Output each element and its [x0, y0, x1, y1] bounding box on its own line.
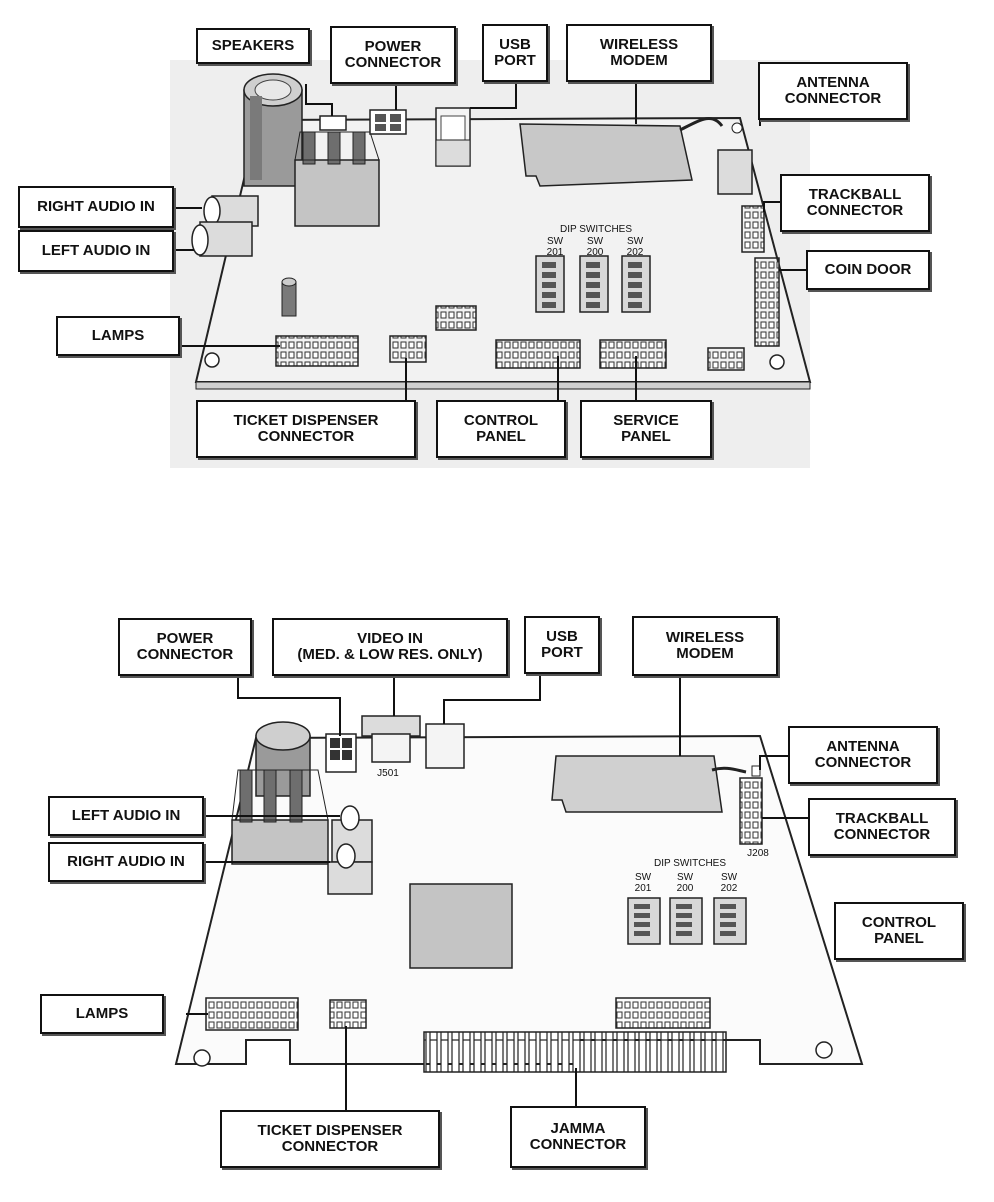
bottom-usb-port-label: USB PORT — [524, 616, 600, 674]
bottom-ticket-dispenser-connector-label: TICKET DISPENSER CONNECTOR — [220, 1110, 440, 1168]
top-coin-door-label: COIN DOOR — [806, 250, 930, 290]
bottom-sw201-label: SW 201 — [634, 872, 652, 894]
wireless-modem-part-bottom — [551, 755, 761, 813]
top-service-panel-label: SERVICE PANEL — [580, 400, 712, 458]
cpu-chip — [409, 883, 513, 969]
top-lamps-label: LAMPS — [56, 316, 180, 356]
ticket-header — [389, 335, 427, 363]
video-in-part — [361, 715, 421, 763]
audio-jacks — [191, 195, 259, 257]
top-right-audio-in-label: RIGHT AUDIO IN — [18, 186, 174, 228]
bottom-jamma-connector-label: JAMMA CONNECTOR — [510, 1106, 646, 1168]
top-sw201-label: SW 201 — [546, 236, 564, 258]
small-capacitor — [281, 277, 297, 317]
power-connector-part — [369, 109, 407, 135]
audio-jacks-bottom — [327, 805, 373, 895]
bottom-j501-label: J501 — [377, 768, 399, 779]
bottom-board — [174, 672, 864, 1112]
bottom-leader-lines — [186, 672, 810, 1112]
bottom-trackball-connector-label: TRACKBALL CONNECTOR — [808, 798, 956, 856]
bottom-right-audio-in-label: RIGHT AUDIO IN — [48, 842, 204, 882]
lamps-header-bottom — [205, 997, 299, 1031]
bottom-wireless-modem-label: WIRELESS MODEM — [632, 616, 778, 676]
top-antenna-connector-label: ANTENNA CONNECTOR — [758, 62, 908, 120]
jamma-fingers — [423, 1031, 727, 1073]
ticket-header-bottom — [329, 999, 367, 1029]
bottom-power-connector-label: POWER CONNECTOR — [118, 618, 252, 676]
capacitor — [243, 73, 303, 187]
bottom-antenna-connector-label: ANTENNA CONNECTOR — [788, 726, 938, 784]
trackball-header-bottom — [739, 777, 763, 845]
bottom-sw202-label: SW 202 — [720, 872, 738, 894]
bottom-dip-switches-title: DIP SWITCHES — [653, 858, 727, 869]
bottom-dip-switches — [627, 897, 747, 945]
top-control-panel-label: CONTROL PANEL — [436, 400, 566, 458]
bottom-control-panel-label: CONTROL PANEL — [834, 902, 964, 960]
bottom-sw200-label: SW 200 — [676, 872, 694, 894]
wireless-modem-part — [519, 116, 743, 187]
top-wireless-modem-label: WIRELESS MODEM — [566, 24, 712, 82]
bottom-video-in-label: VIDEO IN (MED. & LOW RES. ONLY) — [272, 618, 508, 676]
antenna-jack — [717, 149, 753, 195]
bottom-left-audio-in-label: LEFT AUDIO IN — [48, 796, 204, 836]
control-panel-header — [495, 339, 581, 369]
coin-door-header — [754, 257, 780, 347]
service-panel-header — [599, 339, 667, 369]
top-speakers-label: SPEAKERS — [196, 28, 310, 64]
trackball-header — [741, 205, 765, 253]
top-ticket-dispenser-connector-label: TICKET DISPENSER CONNECTOR — [196, 400, 416, 458]
top-sw200-label: SW 200 — [586, 236, 604, 258]
usb-port-part-bottom — [425, 723, 465, 769]
heatsink — [294, 131, 380, 227]
capacitor-heatsink — [231, 721, 329, 865]
bottom-lamps-label: LAMPS — [40, 994, 164, 1034]
speakers-connector — [319, 115, 347, 131]
top-sw202-label: SW 202 — [626, 236, 644, 258]
top-power-connector-label: POWER CONNECTOR — [330, 26, 456, 84]
usb-port-part — [435, 107, 471, 167]
bottom-j208-label: J208 — [747, 848, 769, 859]
top-left-audio-in-label: LEFT AUDIO IN — [18, 230, 174, 272]
top-dip-switches-title: DIP SWITCHES — [559, 224, 633, 235]
top-dip-switches — [535, 255, 651, 313]
control-panel-header-bottom — [615, 997, 711, 1029]
top-usb-port-label: USB PORT — [482, 24, 548, 82]
power-connector-part-bottom — [325, 733, 357, 773]
top-trackball-connector-label: TRACKBALL CONNECTOR — [780, 174, 930, 232]
lamps-header — [275, 335, 359, 367]
